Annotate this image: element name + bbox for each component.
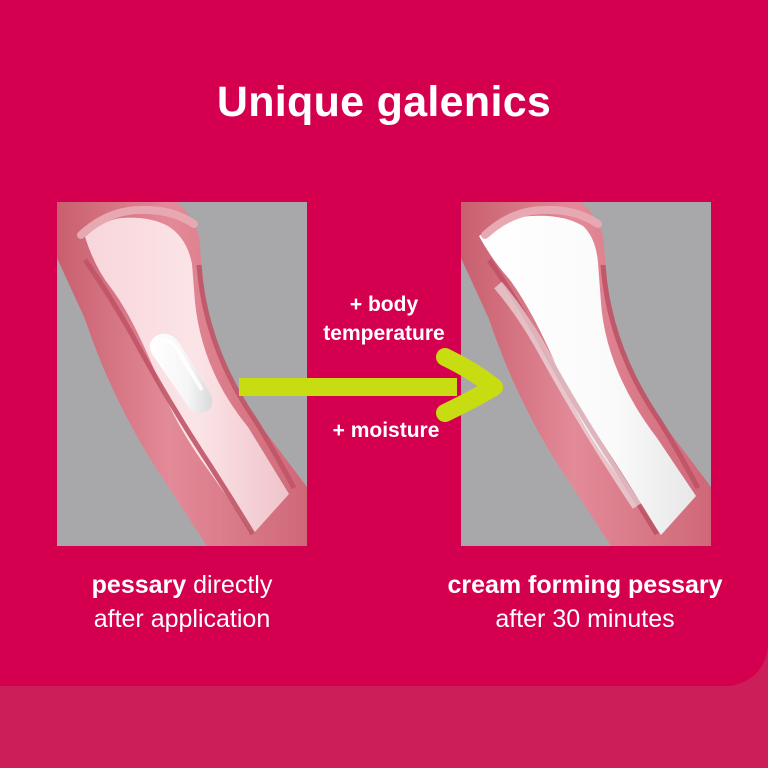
left-illustration [57,202,307,546]
left-caption-line-1: pessary directly [40,568,324,602]
right-caption-line-2: after 30 minutes [495,605,675,633]
right-caption: cream forming pessary after 30 minutes [420,568,750,636]
page-title: Unique galenics [216,78,552,126]
moisture-label: + moisture [332,419,440,442]
body-temperature-line-2: temperature [323,322,445,345]
body-temperature-label: + body temperature [309,290,459,348]
pessary-icon [149,333,213,413]
bottom-band [0,686,768,768]
left-caption-line-2: after application [93,605,271,633]
body-temperature-line-1: + body [349,293,419,316]
left-caption-rest: directly [186,571,273,599]
right-caption-bold: cream forming pessary [447,571,723,599]
left-caption-bold: pessary [91,571,187,599]
right-caption-line-1: cream forming pessary [420,568,750,602]
right-arrow-icon [239,348,503,422]
left-caption: pessary directly after application [40,568,324,636]
tissue-wall-cream-state [461,202,711,546]
right-illustration [461,202,711,546]
